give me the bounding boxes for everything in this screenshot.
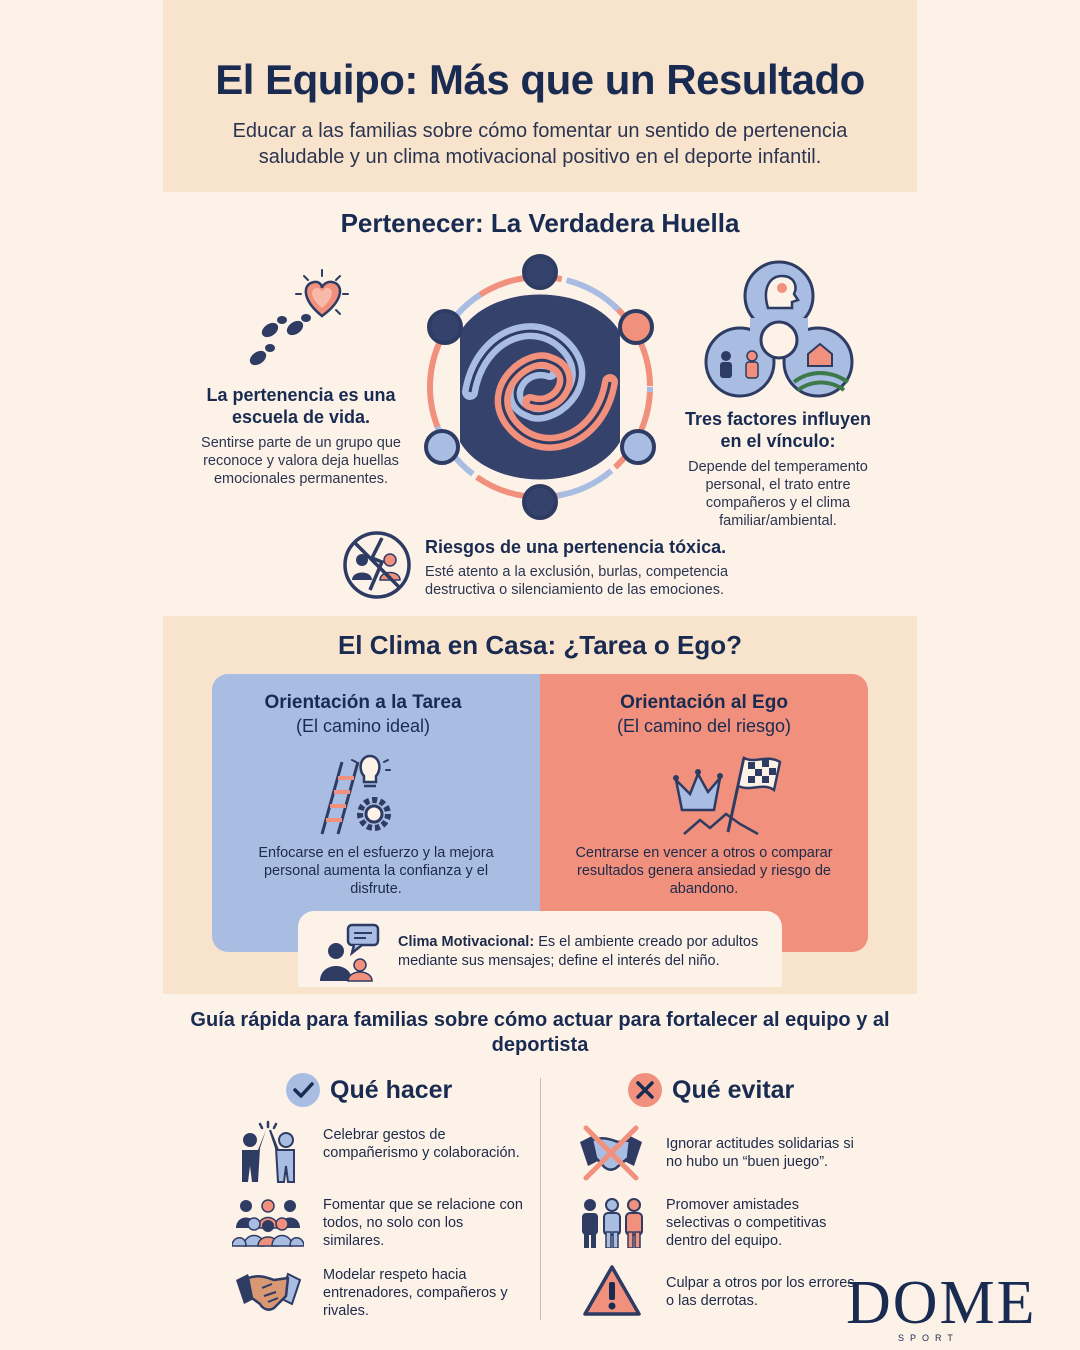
climate-title: El Clima en Casa: ¿Tarea o Ego? bbox=[337, 630, 743, 660]
check-icon bbox=[286, 1073, 320, 1107]
task-subheading: (El camino ideal) bbox=[295, 716, 431, 736]
crown-flag-icon bbox=[673, 756, 782, 836]
brand-logo: DOME bbox=[846, 1269, 1037, 1337]
do-item-2: Fomentar que se relacione con todos, no … bbox=[323, 1197, 523, 1249]
climate-note-card: Clima Motivacional: Es el ambiente cread… bbox=[298, 911, 782, 987]
guide-divider bbox=[540, 1078, 541, 1320]
high-five-icon bbox=[242, 1120, 295, 1183]
page-subtitle: Educar a las familias sobre cómo fomenta… bbox=[232, 120, 848, 168]
ego-orientation-panel: Orientación al Ego (El camino del riesgo… bbox=[540, 674, 868, 952]
header-band bbox=[163, 0, 917, 192]
task-orientation-panel: Orientación a la Tarea (El camino ideal)… bbox=[212, 674, 540, 952]
task-text: Enfocarse en el esfuerzo y la mejora per… bbox=[258, 845, 494, 897]
avoid-heading: Qué evitar bbox=[672, 1076, 795, 1104]
belonging-left-text: Sentirse parte de un grupo que reconoce … bbox=[201, 435, 401, 487]
avoid-item-1: Ignorar actitudes solidarias si no hubo … bbox=[666, 1136, 854, 1170]
ladder-lightbulb-gear-icon bbox=[320, 754, 391, 835]
warning-icon bbox=[583, 1265, 641, 1316]
belonging-right-text: Depende del temperamento personal, el tr… bbox=[688, 459, 868, 529]
risk-text: Esté atento a la exclusión, burlas, comp… bbox=[425, 564, 729, 598]
three-factors-icon bbox=[704, 260, 854, 398]
footprints-heart-icon bbox=[249, 269, 349, 366]
risk-heading: Riesgos de una pertenencia tóxica. bbox=[425, 537, 727, 557]
belonging-left-block: La pertenencia es una escuela de vida. S… bbox=[200, 384, 402, 488]
page-title: El Equipo: Más que un Resultado bbox=[215, 56, 865, 103]
crossed-handshake-icon bbox=[580, 1125, 642, 1181]
belonging-right-heading: Tres factores influyen en el vínculo: bbox=[684, 409, 872, 451]
cross-icon bbox=[628, 1073, 662, 1107]
belonging-title: Pertenecer: La Verdadera Huella bbox=[340, 208, 740, 238]
diverse-group-icon bbox=[232, 1199, 304, 1247]
ego-text: Centrarse en vencer a otros o comparar r… bbox=[575, 845, 833, 897]
belonging-right-block: Tres factores influyen en el vínculo: De… bbox=[678, 408, 878, 530]
belonging-left-heading: La pertenencia es una escuela de vida. bbox=[206, 385, 396, 427]
do-item-3: Modelar respeto hacia entrenadores, comp… bbox=[323, 1267, 508, 1319]
brand-tagline: SPORT bbox=[898, 1333, 959, 1343]
handshake-icon bbox=[236, 1272, 302, 1311]
avoid-item-3: Culpar a otros por los errores o las der… bbox=[666, 1275, 855, 1309]
adult-child-speech-icon bbox=[320, 923, 380, 982]
ego-heading: Orientación al Ego bbox=[620, 692, 788, 713]
task-heading: Orientación a la Tarea bbox=[264, 692, 462, 713]
climate-note-body: Es el ambiente creado por adultos median… bbox=[398, 934, 759, 969]
climate-note-text: Clima Motivacional: Es el ambiente cread… bbox=[398, 933, 773, 971]
ego-subheading: (El camino del riesgo) bbox=[616, 716, 792, 736]
risk-block: Riesgos de una pertenencia tóxica. Esté … bbox=[425, 537, 765, 599]
guide-title: Guía rápida para familias sobre cómo act… bbox=[190, 1009, 890, 1056]
team-circle-icon bbox=[424, 254, 656, 520]
do-item-1: Celebrar gestos de compañerismo y colabo… bbox=[323, 1127, 520, 1161]
avoid-item-2: Promover amistades selectivas o competit… bbox=[666, 1197, 827, 1249]
do-heading: Qué hacer bbox=[330, 1076, 453, 1104]
selective-group-icon bbox=[582, 1198, 643, 1248]
climate-note-label: Clima Motivacional: bbox=[398, 934, 535, 950]
toxic-belonging-icon bbox=[343, 531, 411, 599]
